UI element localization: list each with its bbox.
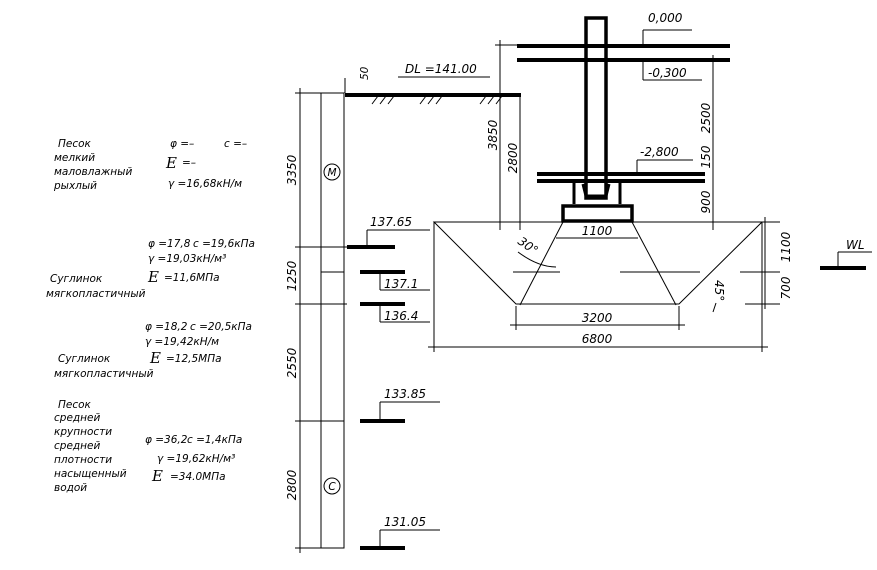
layer-name: рыхлый xyxy=(53,180,97,192)
angle-label: 30° xyxy=(515,234,540,258)
layer-name: водой xyxy=(54,482,87,494)
layer-name: мягкопластичный xyxy=(54,368,154,380)
c-value: c =20,5кПа xyxy=(190,321,252,333)
gamma-value: γ =19,62кН/м³ xyxy=(157,453,235,465)
thickness-dimensions: 3350 1250 2550 2800 xyxy=(285,88,347,553)
gamma-value: γ =16,68кН/м xyxy=(168,178,242,190)
layer-marker-m xyxy=(323,163,341,181)
c-value: c =– xyxy=(224,138,247,150)
dimension-label: 1100 xyxy=(779,231,793,262)
e-symbol: E xyxy=(165,154,177,172)
layer-name: мягкопластичный xyxy=(46,288,146,300)
elevation-label: 131.05 xyxy=(384,515,426,529)
water-level-label: WL xyxy=(846,238,865,252)
elevation-label: 137.65 xyxy=(370,215,412,229)
layer-name: Суглинок xyxy=(50,273,103,285)
e-value: =12,5МПа xyxy=(166,353,222,365)
phi-value: φ =17,8 xyxy=(148,238,191,250)
layer-4-description: Песок средней крупности средней плотност… xyxy=(54,399,242,494)
layer-name: крупности xyxy=(54,426,112,438)
layer-1-description: Песок мелкий маловлажный рыхлый φ =– c =… xyxy=(53,138,247,192)
thickness-label: 3350 xyxy=(285,154,299,185)
level-label: -2,800 xyxy=(640,145,679,159)
elevation-marks: 137.65 137.1 136.4 133.85 131.05 xyxy=(347,215,440,550)
c-value: c =1,4кПа xyxy=(187,434,242,446)
layer-3-description: φ =18,2 c =20,5кПа γ =19,42кН/м Суглинок… xyxy=(54,321,252,380)
level-label: -0,300 xyxy=(648,66,687,80)
thickness-label: 1250 xyxy=(285,260,299,291)
thickness-label: 2800 xyxy=(285,469,299,500)
dimension-label: 700 xyxy=(779,276,793,299)
e-value: =34.0МПа xyxy=(170,471,226,483)
layer-name: Суглинок xyxy=(58,353,111,365)
dimension-label: 150 xyxy=(699,145,713,168)
elevation-label: 133.85 xyxy=(384,387,426,401)
elevation-label: 136.4 xyxy=(384,309,418,323)
level-marks: 0,000 -0,300 -2,800 xyxy=(636,11,702,173)
level-label: 0,000 xyxy=(648,11,683,25)
phi-value: φ =36,2 xyxy=(145,434,188,446)
e-value: =– xyxy=(182,157,196,169)
e-symbol: E xyxy=(151,467,163,485)
layer-name: мелкий xyxy=(54,152,95,164)
dimension-label: 3200 xyxy=(582,311,613,325)
foundation-structure xyxy=(517,16,730,223)
offset-label: 50 xyxy=(359,66,371,80)
gamma-value: γ =19,42кН/м xyxy=(145,336,219,348)
layer-marker-label: М xyxy=(327,167,336,179)
layer-name: насыщенный xyxy=(54,468,127,480)
cushion-guides xyxy=(513,221,780,306)
dimension-label: 2500 xyxy=(699,102,713,133)
dimension-label: 3850 xyxy=(486,119,500,150)
c-value: c =19,6кПа xyxy=(193,238,255,250)
elevation-label: 137.1 xyxy=(384,277,418,291)
layer-name: маловлажный xyxy=(54,166,132,178)
layer-name: Песок xyxy=(58,138,92,150)
e-symbol: E xyxy=(149,349,161,367)
gamma-value: γ =19,03кН/м³ xyxy=(148,253,226,265)
layer-name: средней xyxy=(54,412,100,424)
layer-marker-c xyxy=(323,477,341,495)
layer-name: плотности xyxy=(54,454,112,466)
phi-value: φ =18,2 xyxy=(145,321,188,333)
ground-surface: DL =141.00 50 xyxy=(344,62,521,105)
e-symbol: E xyxy=(147,268,159,286)
layer-marker-label: С xyxy=(328,481,336,493)
thickness-label: 2550 xyxy=(285,347,299,378)
dimension-label: 900 xyxy=(699,190,713,213)
dimension-label: 2800 xyxy=(506,142,520,173)
dimension-label: 6800 xyxy=(582,332,613,346)
dimension-lines: 3850 2800 2500 150 900 1100 700 1100 320… xyxy=(428,40,793,352)
layer-2-description: φ =17,8 c =19,6кПа γ =19,03кН/м³ Суглино… xyxy=(46,238,255,300)
layer-name: Песок xyxy=(58,399,92,411)
design-level-label: DL =141.00 xyxy=(405,62,477,76)
dimension-label: 1100 xyxy=(582,224,613,238)
e-value: =11,6МПа xyxy=(164,272,220,284)
phi-value: φ =– xyxy=(170,138,194,150)
water-level: WL xyxy=(820,238,872,270)
soil-column: М С xyxy=(320,92,345,549)
sand-cushion xyxy=(432,221,764,305)
angle-label: 45° xyxy=(712,280,726,301)
layer-name: средней xyxy=(54,440,100,452)
